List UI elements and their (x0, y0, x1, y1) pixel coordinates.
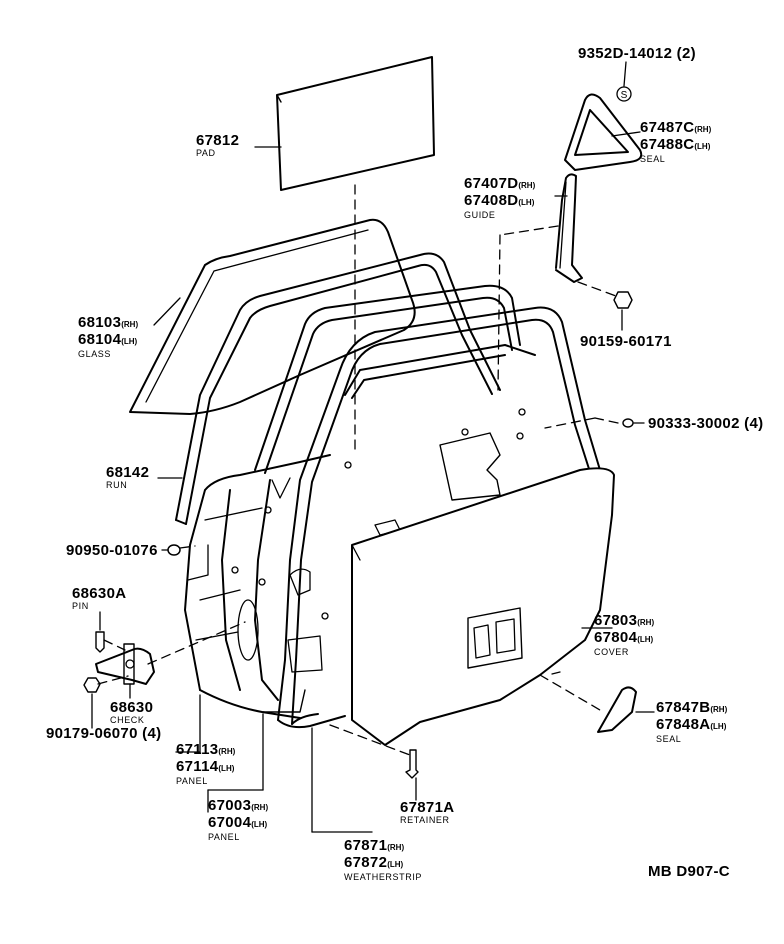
callout-pad: 67812 PAD (196, 133, 239, 158)
callout-upper-seal: 67487C(RH) 67488C(LH) SEAL (640, 120, 711, 164)
callout-seal-screw: 9352D-14012 (2) (578, 46, 696, 62)
cover-rh-suffix: (RH) (637, 618, 655, 627)
weatherstrip-name: WEATHERSTRIP (344, 872, 423, 882)
upper-seal-part (564, 93, 643, 171)
cover-rh-number: 67803 (594, 612, 638, 629)
seal-screw-symbol (616, 86, 632, 102)
callout-retainer: 67871A RETAINER (400, 800, 454, 825)
run-part-name: RUN (106, 480, 128, 490)
alignment-lines (97, 184, 619, 756)
weatherstrip-rh-number: 67871 (344, 837, 388, 854)
inner-panel-lh-number: 67114 (176, 758, 219, 775)
retainer-part-number: 67871A (400, 799, 455, 816)
run-part-number: 68142 (106, 464, 150, 481)
inner-panel-name: PANEL (176, 776, 208, 786)
lower-seal-lh-number: 67848A (656, 716, 711, 733)
callout-check: 68630 CHECK (110, 700, 153, 725)
glass-lh-suffix: (LH) (121, 337, 138, 346)
glass-lh-number: 68104 (78, 331, 122, 348)
pad-part (276, 56, 435, 191)
cover-name: COVER (594, 647, 630, 657)
door-panel-part (184, 284, 536, 719)
guide-part (555, 173, 583, 283)
door-panel-rh-suffix: (RH) (251, 803, 269, 812)
pad-part-name: PAD (196, 148, 216, 158)
lower-seal-rh-number: 67847B (656, 699, 711, 716)
door-panel-lh-suffix: (LH) (251, 820, 268, 829)
guide-rh-suffix: (RH) (518, 181, 536, 190)
clip-part (622, 418, 634, 428)
cover-lh-suffix: (LH) (637, 635, 654, 644)
check-bolt-part (83, 677, 101, 693)
glass-rh-number: 68103 (78, 314, 122, 331)
plug-part-number: 90950-01076 (66, 542, 158, 559)
callout-guide-bolt: 90159-60171 (580, 334, 672, 350)
clip-part-number: 90333-30002 (648, 415, 740, 432)
weatherstrip-rh-suffix: (RH) (387, 843, 405, 852)
lower-seal-rh-suffix: (RH) (710, 705, 728, 714)
glass-part (129, 218, 416, 415)
door-panel-name: PANEL (208, 832, 240, 842)
check-bolt-part-number: 90179-06070 (46, 725, 138, 742)
clip-quantity: (4) (744, 415, 764, 432)
upper-seal-name: SEAL (640, 154, 666, 164)
door-panel-lh-number: 67004 (208, 814, 252, 831)
inner-panel-lh-suffix: (LH) (218, 764, 235, 773)
check-part (95, 643, 155, 685)
callout-door-panel: 67003(RH) 67004(LH) PANEL (208, 798, 268, 842)
seal-screw-part-number: 9352D-14012 (578, 45, 673, 62)
guide-bolt-part (613, 291, 633, 309)
callout-glass: 68103(RH) 68104(LH) GLASS (78, 315, 138, 359)
upper-seal-rh-suffix: (RH) (694, 125, 712, 134)
seal-screw-quantity: (2) (676, 45, 696, 62)
cover-part (351, 467, 615, 746)
check-part-number: 68630 (110, 699, 154, 716)
pad-part-number: 67812 (196, 132, 240, 149)
glass-rh-suffix: (RH) (121, 320, 139, 329)
leader-lines (91, 61, 655, 833)
retainer-part (405, 749, 419, 779)
check-bolt-quantity: (4) (142, 725, 162, 742)
pin-part-number: 68630A (72, 585, 127, 602)
upper-seal-lh-suffix: (LH) (694, 142, 711, 151)
run-part (175, 252, 501, 525)
callout-clip: 90333-30002 (4) (648, 416, 763, 432)
weatherstrip-part (277, 306, 601, 729)
lower-seal-name: SEAL (656, 734, 682, 744)
callout-lower-seal: 67847B(RH) 67848A(LH) SEAL (656, 700, 727, 744)
callout-inner-panel: 67113(RH) 67114(LH) PANEL (176, 742, 235, 786)
callout-check-bolt: 90179-06070 (4) (46, 726, 161, 742)
check-part-name: CHECK (110, 715, 145, 725)
upper-seal-lh-number: 67488C (640, 136, 695, 153)
retainer-part-name: RETAINER (400, 815, 450, 825)
guide-rh-number: 67407D (464, 175, 519, 192)
guide-bolt-part-number: 90159-60171 (580, 333, 672, 350)
callout-weatherstrip: 67871(RH) 67872(LH) WEATHERSTRIP (344, 838, 422, 882)
callout-run: 68142 RUN (106, 465, 149, 490)
guide-lh-number: 67408D (464, 192, 519, 209)
glass-name: GLASS (78, 349, 112, 359)
callout-plug: 90950-01076 (66, 543, 158, 559)
pin-part (95, 631, 105, 653)
cover-lh-number: 67804 (594, 629, 638, 646)
lower-seal-part (597, 686, 637, 733)
callout-cover: 67803(RH) 67804(LH) COVER (594, 613, 654, 657)
callout-pin: 68630A PIN (72, 586, 126, 611)
callout-guide: 67407D(RH) 67408D(LH) GUIDE (464, 176, 535, 220)
guide-lh-suffix: (LH) (518, 198, 535, 207)
plug-part (167, 544, 181, 556)
inner-panel-rh-number: 67113 (176, 741, 219, 758)
pin-part-name: PIN (72, 601, 89, 611)
weatherstrip-lh-number: 67872 (344, 854, 388, 871)
weatherstrip-lh-suffix: (LH) (387, 860, 404, 869)
seal-screw-symbol-letter: S (621, 90, 628, 101)
upper-seal-rh-number: 67487C (640, 119, 695, 136)
figure-code: MB D907-C (648, 863, 730, 880)
guide-name: GUIDE (464, 210, 496, 220)
lower-seal-lh-suffix: (LH) (710, 722, 727, 731)
door-panel-rh-number: 67003 (208, 797, 252, 814)
inner-panel-rh-suffix: (RH) (218, 747, 236, 756)
